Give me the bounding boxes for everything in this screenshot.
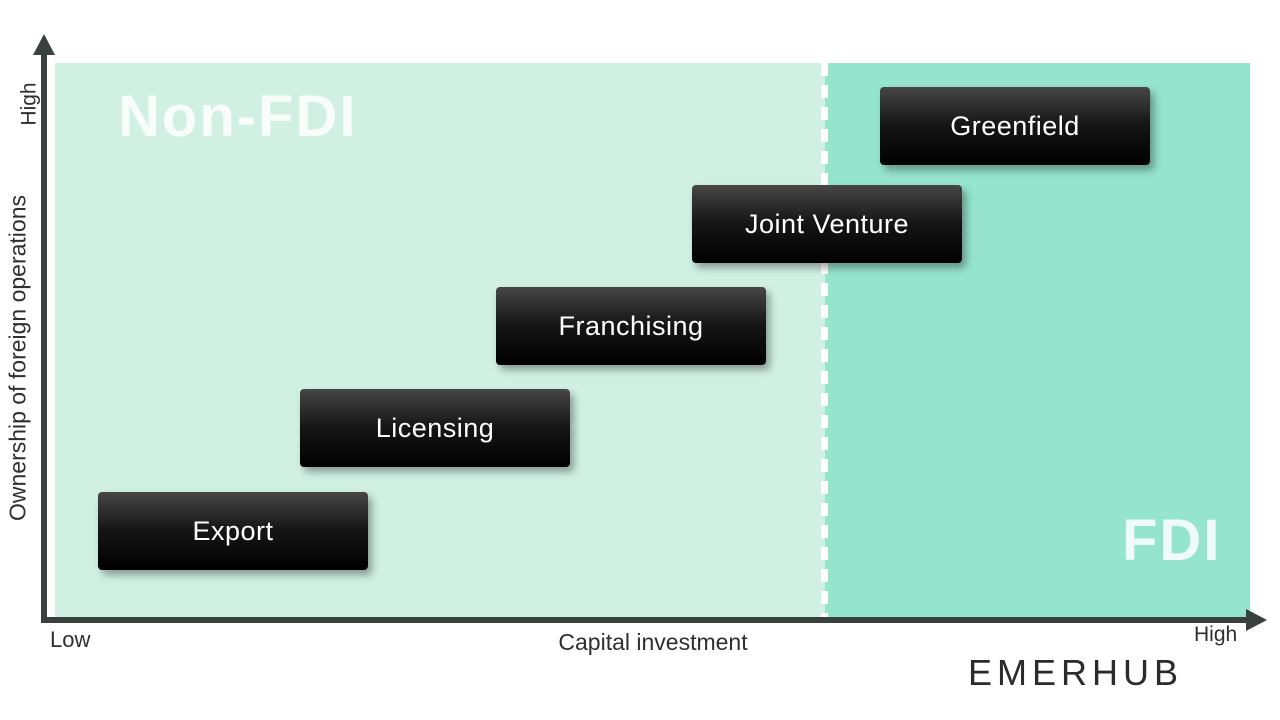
- x-axis-title: Capital investment: [558, 629, 748, 655]
- strategy-label-licensing: Licensing: [375, 412, 495, 443]
- y-axis-arrowhead-icon: [33, 34, 55, 55]
- strategy-label-greenfield: Greenfield: [950, 110, 1080, 141]
- y-axis-title: Ownership of foreign operations: [4, 194, 31, 522]
- strategy-label-franchising: Franchising: [558, 310, 704, 341]
- strategy-box-greenfield: Greenfield: [880, 87, 1150, 165]
- y-axis-high-tick-label: High: [17, 82, 41, 126]
- non-fdi-region-label: Non-FDI: [118, 84, 358, 149]
- strategy-box-franchising: Franchising: [496, 287, 766, 365]
- x-axis-high-tick-label: High: [1194, 623, 1238, 646]
- strategy-label-joint-venture: Joint Venture: [744, 208, 910, 239]
- y-axis-line: [41, 52, 47, 623]
- fdi-boundary-dashed-line: [821, 63, 828, 618]
- fdi-region-label: FDI: [1122, 508, 1222, 573]
- strategy-box-joint-venture: Joint Venture: [692, 185, 962, 263]
- strategy-box-licensing: Licensing: [300, 389, 570, 467]
- emerhub-logo: EMERHUB: [968, 652, 1184, 693]
- x-axis-arrowhead-icon: [1246, 609, 1267, 631]
- strategy-label-export: Export: [192, 515, 274, 546]
- x-axis-line: [41, 617, 1248, 623]
- strategy-box-export: Export: [98, 492, 368, 570]
- x-axis-low-tick-label: Low: [50, 627, 91, 652]
